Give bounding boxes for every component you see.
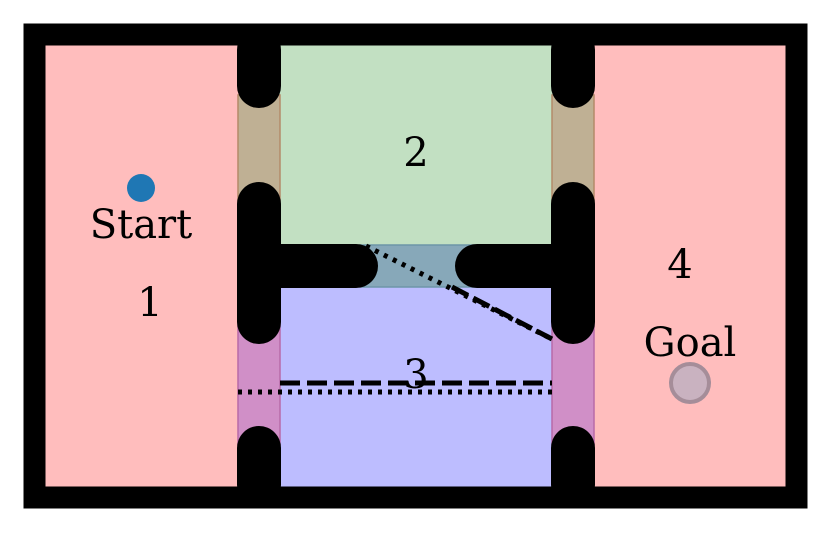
room-2-label: 2 bbox=[403, 130, 428, 176]
goal-label: Goal bbox=[644, 320, 737, 366]
room-3-label: 3 bbox=[403, 352, 428, 398]
goal-marker bbox=[669, 362, 711, 404]
room-1 bbox=[35, 35, 260, 497]
room-4 bbox=[573, 35, 797, 497]
room-2 bbox=[260, 35, 573, 265]
room-4-label: 4 bbox=[667, 242, 692, 288]
walls bbox=[23, 23, 808, 509]
start-label: Start bbox=[90, 202, 193, 248]
outer-wall bbox=[23, 23, 808, 509]
path-dashed-diagonal bbox=[450, 284, 554, 342]
start-marker bbox=[127, 174, 155, 202]
room-1-label: 1 bbox=[137, 280, 162, 326]
